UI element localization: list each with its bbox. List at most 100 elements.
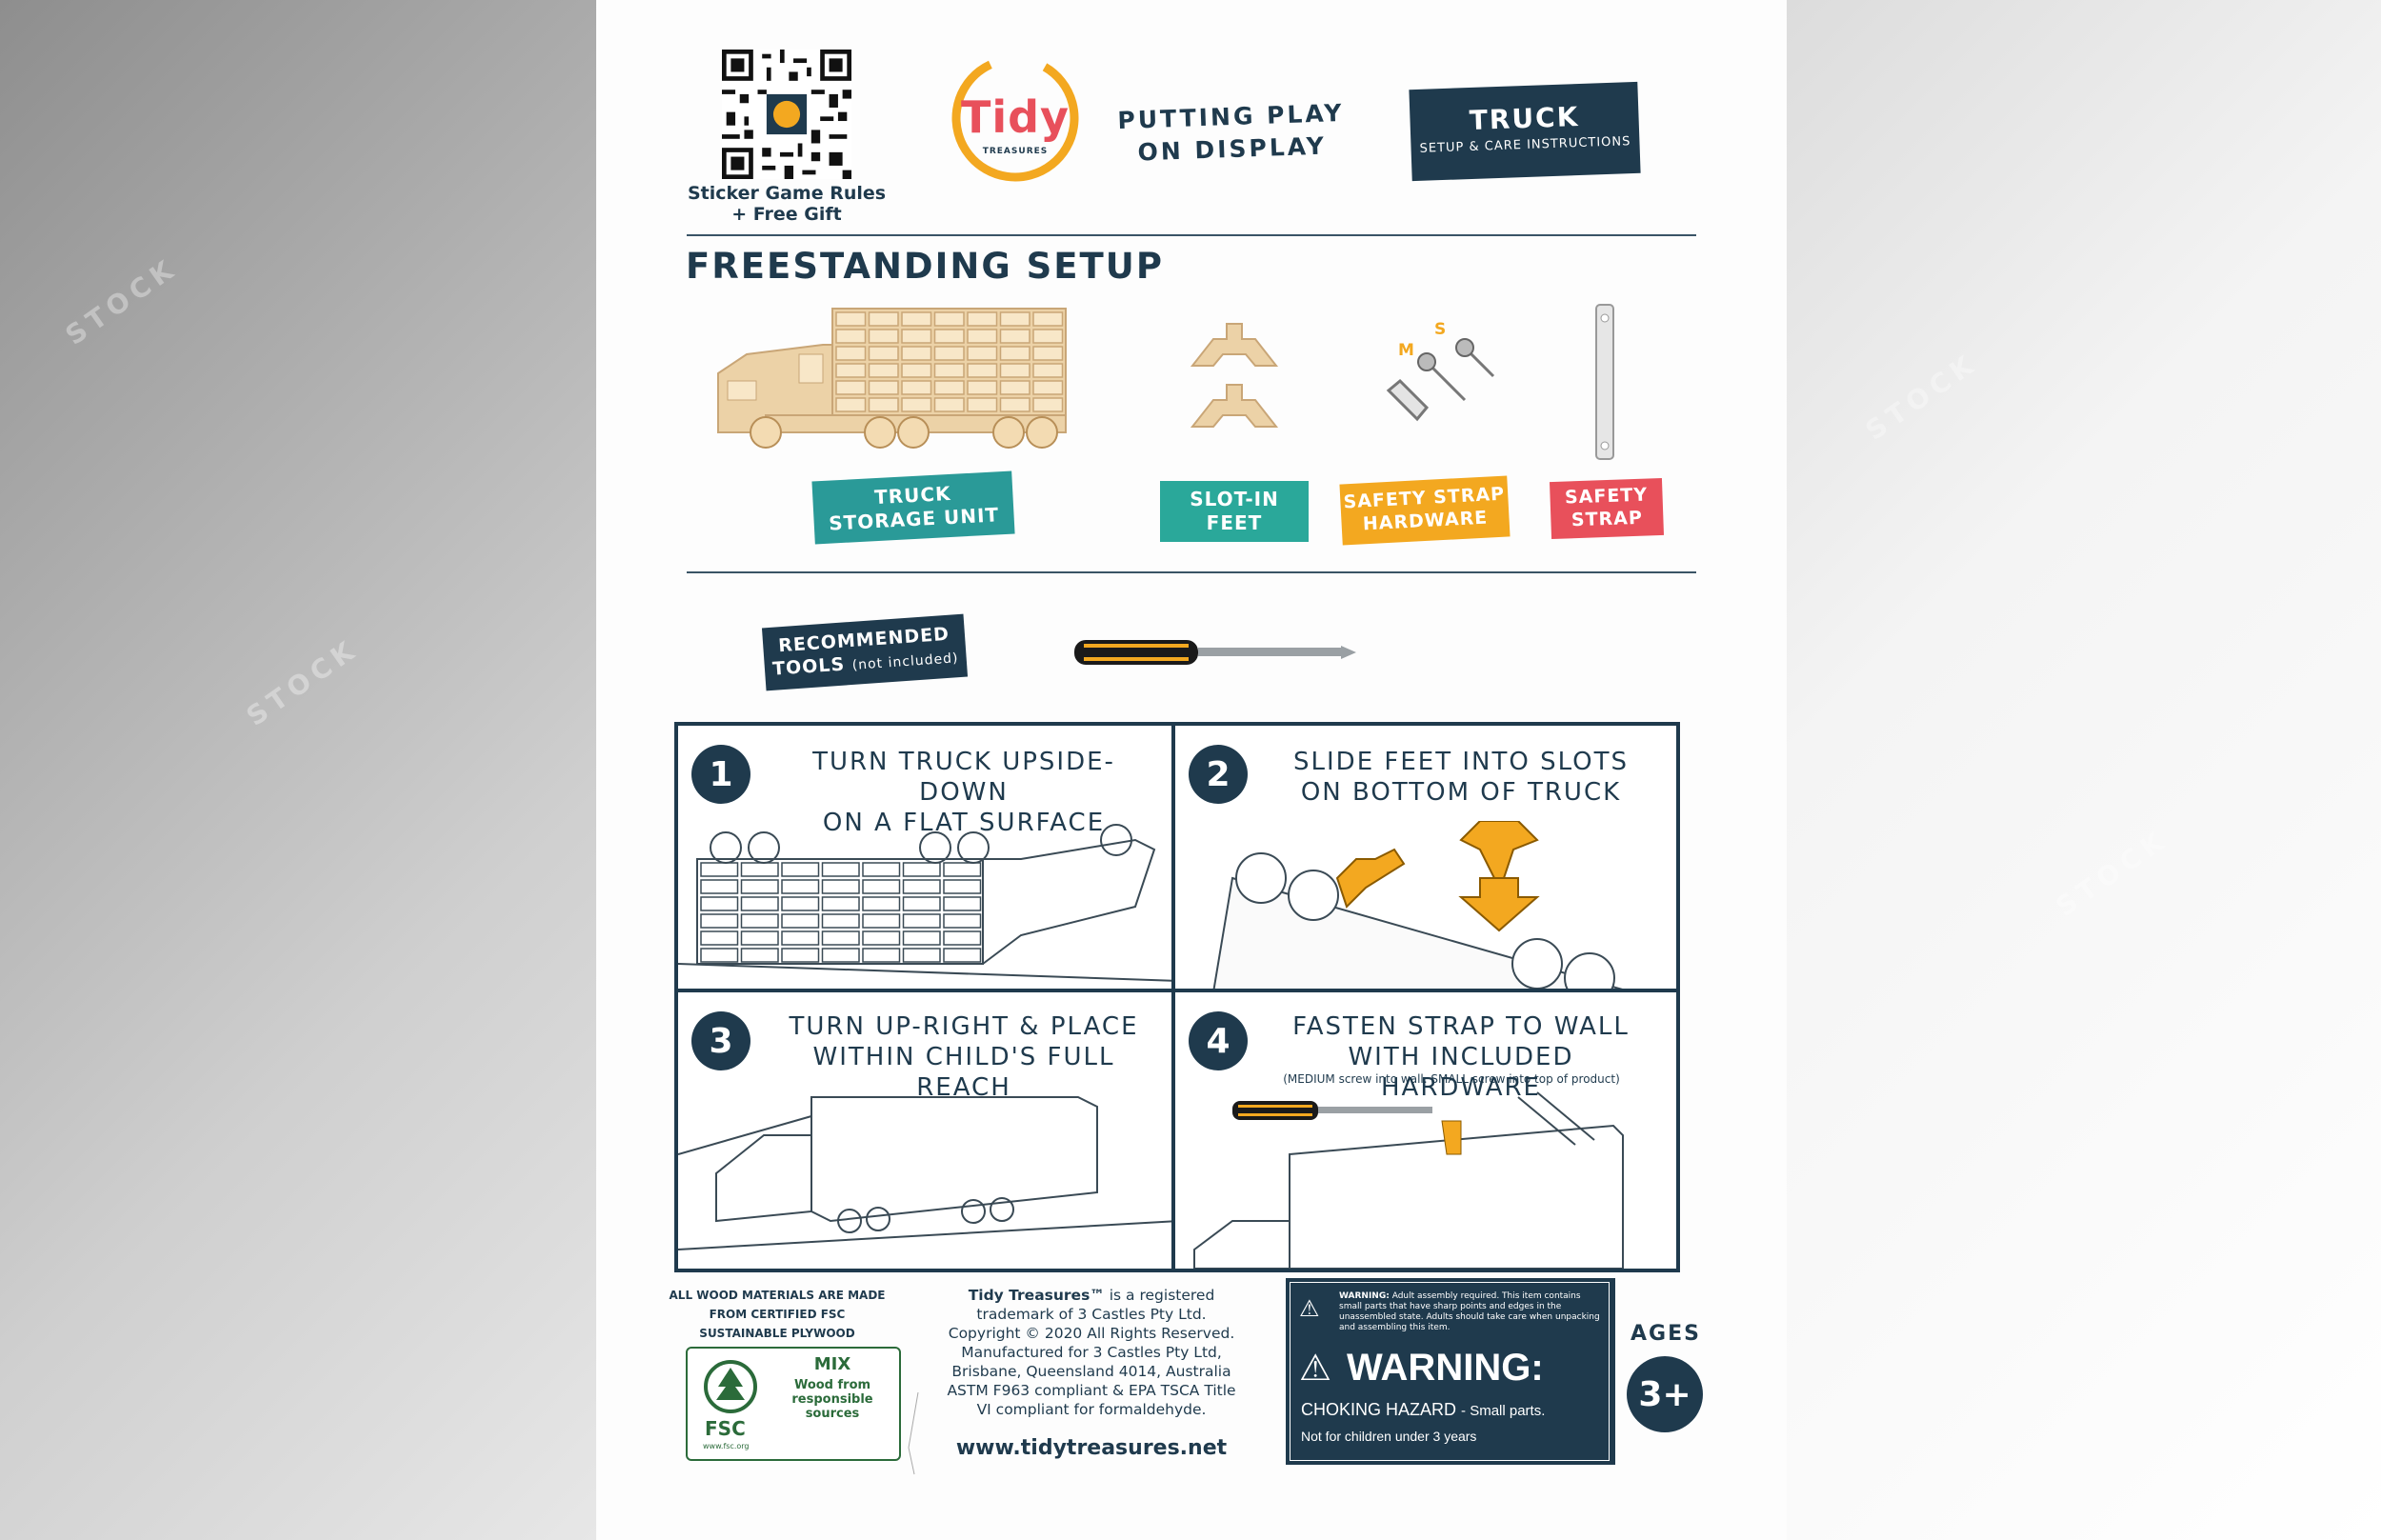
cubby-cell <box>740 948 779 963</box>
fsc-mix-panel: MIX Wood from responsible sources <box>775 1354 890 1421</box>
cubby-cell <box>933 397 965 412</box>
product-title: TRUCK <box>1469 101 1580 137</box>
qr-code[interactable] <box>722 50 851 179</box>
cubby-cell <box>835 363 867 378</box>
fsc-line: ALL WOOD MATERIALS ARE MADE <box>669 1289 886 1302</box>
step-1-line2: ON A FLAT SURFACE <box>822 809 1106 837</box>
legal-line: Copyright © 2020 All Rights Reserved. <box>948 1325 1235 1342</box>
cubby-cell <box>967 380 998 395</box>
cubby-cell <box>835 397 867 412</box>
cubby-cell <box>902 913 941 929</box>
cubby-cell <box>835 329 867 344</box>
watermark: STOCK <box>59 251 184 351</box>
cubby-cell <box>835 311 867 327</box>
cubby-cell <box>835 346 867 361</box>
cubby-cell <box>700 862 739 877</box>
step-1-line1: TURN TRUCK UPSIDE-DOWN <box>812 748 1115 807</box>
cubby-cell <box>835 380 867 395</box>
cubby-cell <box>821 948 860 963</box>
cubby-cell <box>1032 329 1064 344</box>
cubby-cell <box>862 913 901 929</box>
slogan-line2: ON DISPLAY <box>1137 131 1328 167</box>
screwdriver-icon <box>1074 640 1356 665</box>
cubby-cell <box>902 930 941 946</box>
warning-choking-rest: - Small parts. <box>1461 1403 1546 1419</box>
truck-storage-unit-illustration <box>717 308 1067 449</box>
recommended-tools-box: RECOMMENDED TOOLS (not included) <box>761 613 969 691</box>
cubby-cell <box>821 930 860 946</box>
legal-line: trademark of 3 Castles Pty Ltd. <box>976 1306 1207 1323</box>
fsc-statement: ALL WOOD MATERIALS ARE MADE FROM CERTIFI… <box>663 1286 891 1343</box>
tag-line: SLOT-IN <box>1190 488 1279 510</box>
cubby-cell <box>862 930 901 946</box>
cubby-cell <box>933 380 965 395</box>
cubby-cell <box>700 930 739 946</box>
warning-triangle-icon: ⚠ <box>1299 1295 1320 1322</box>
legal-line: ASTM F963 compliant & EPA TSCA Title <box>947 1382 1236 1399</box>
tools-note: (not included) <box>851 650 960 673</box>
fsc-logo-text: FSC <box>705 1417 746 1440</box>
cubby-cell <box>740 879 779 894</box>
cubby-cell <box>943 862 982 877</box>
fsc-badge: FSC www.fsc.org MIX Wood from responsibl… <box>686 1347 901 1461</box>
cubby-cell <box>1032 397 1064 412</box>
cubby-cell <box>781 913 820 929</box>
fsc-tree-icon <box>704 1360 757 1413</box>
fsc-site: www.fsc.org <box>703 1442 750 1450</box>
logo-ring-icon <box>951 54 1079 182</box>
step-4-panel: 4 FASTEN STRAP TO WALL WITH INCLUDED HAR… <box>1171 989 1680 1272</box>
cubby-cell <box>868 329 899 344</box>
step-4-line2: WITH INCLUDED HARDWARE <box>1348 1043 1574 1102</box>
cubby-cell <box>967 397 998 412</box>
slogan: PUTTING PLAY ON DISPLAY <box>1117 97 1346 170</box>
qr-caption-line2: + Free Gift <box>731 204 842 225</box>
step-4-line1: FASTEN STRAP TO WALL <box>1292 1012 1630 1041</box>
cubby-cell <box>868 346 899 361</box>
step-3-line1: TURN UP-RIGHT & PLACE <box>789 1012 1139 1041</box>
cubby-cell <box>862 879 901 894</box>
cubby-cell <box>999 380 1030 395</box>
cubby-cell <box>1032 346 1064 361</box>
website-link[interactable]: www.tidytreasures.net <box>955 1436 1228 1460</box>
cubby-cell <box>868 363 899 378</box>
warning-age-note: Not for children under 3 years <box>1301 1429 1477 1444</box>
cubby-cell <box>967 329 998 344</box>
step-3-panel: 3 TURN UP-RIGHT & PLACE WITHIN CHILD'S F… <box>674 989 1183 1272</box>
step-2-text: SLIDE FEET INTO SLOTS ON BOTTOM OF TRUCK <box>1271 747 1651 808</box>
fsc-line: FROM CERTIFIED FSC <box>709 1308 846 1321</box>
cubby-cell <box>901 346 932 361</box>
step-1-number: 1 <box>691 745 750 804</box>
tag-line: FEET <box>1206 511 1263 534</box>
tidy-logo: Tidy TREASURES <box>949 51 1082 185</box>
cubby-cell <box>943 879 982 894</box>
cubby-cell <box>740 862 779 877</box>
cubby-cell <box>700 896 739 911</box>
step-1-illustration <box>678 824 1179 982</box>
warning-small-title: WARNING: <box>1339 1291 1390 1301</box>
cubby-cell <box>999 329 1030 344</box>
warning-choking: CHOKING HAZARD - Small parts. <box>1301 1400 1545 1420</box>
logo-wordmark: Tidy <box>960 91 1070 143</box>
cubby-cell <box>999 363 1030 378</box>
cubby-cell <box>1032 311 1064 327</box>
logo-subtext: TREASURES <box>982 147 1049 156</box>
cubby-cell <box>781 879 820 894</box>
cubby-cell <box>821 896 860 911</box>
cubby-cell <box>943 948 982 963</box>
divider-middle <box>687 571 1696 573</box>
step-3-number: 3 <box>691 1011 750 1070</box>
warning-small: WARNING: Adult assembly required. This i… <box>1339 1291 1600 1333</box>
legal-trademark: Tidy Treasures™ <box>968 1287 1105 1304</box>
cubby-cell <box>862 862 901 877</box>
cubby-cell <box>700 948 739 963</box>
cubby-cell <box>901 311 932 327</box>
ages-label: AGES <box>1631 1322 1701 1346</box>
cubby-cell <box>781 948 820 963</box>
cubby-cell <box>1032 380 1064 395</box>
watermark: STOCK <box>240 632 365 732</box>
legal-line: Brisbane, Queensland 4014, Australia <box>951 1363 1231 1380</box>
cubby-cell <box>933 329 965 344</box>
cubby-cell <box>868 311 899 327</box>
fsc-wood-line: responsible <box>791 1392 873 1407</box>
warning-box: ⚠ WARNING: Adult assembly required. This… <box>1286 1278 1615 1465</box>
